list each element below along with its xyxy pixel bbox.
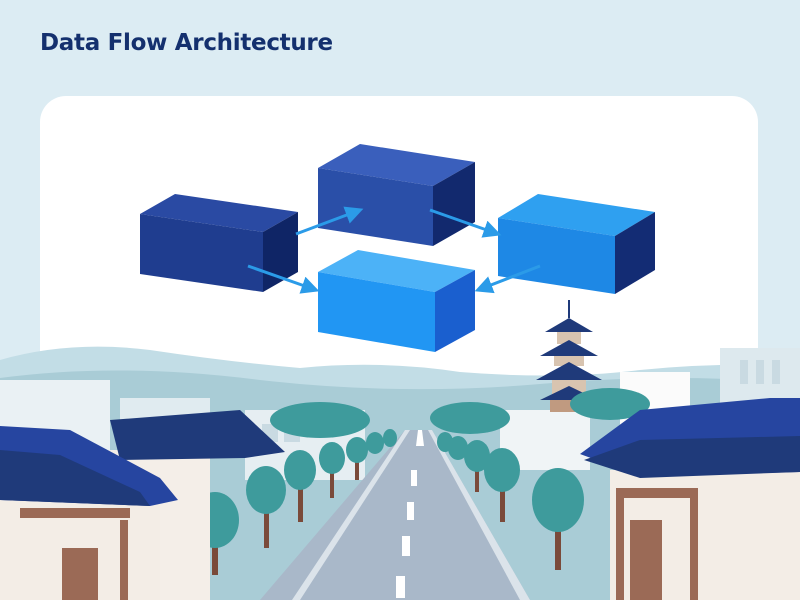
street-trees-right bbox=[437, 432, 584, 570]
road bbox=[260, 430, 530, 600]
page-title: Data Flow Architecture bbox=[40, 30, 333, 56]
hanok-left bbox=[0, 410, 285, 600]
node-top bbox=[318, 144, 475, 246]
edge-left-to-center bbox=[247, 264, 320, 294]
hill-trees bbox=[270, 388, 650, 438]
hanok-right bbox=[580, 398, 800, 600]
node-right bbox=[498, 194, 655, 294]
node-left bbox=[140, 194, 298, 292]
pagoda-icon bbox=[536, 300, 602, 412]
node-center bbox=[318, 250, 475, 352]
edge-right-to-center bbox=[474, 264, 541, 294]
edge-left-to-top bbox=[295, 206, 364, 236]
edge-top-to-right bbox=[429, 208, 502, 238]
